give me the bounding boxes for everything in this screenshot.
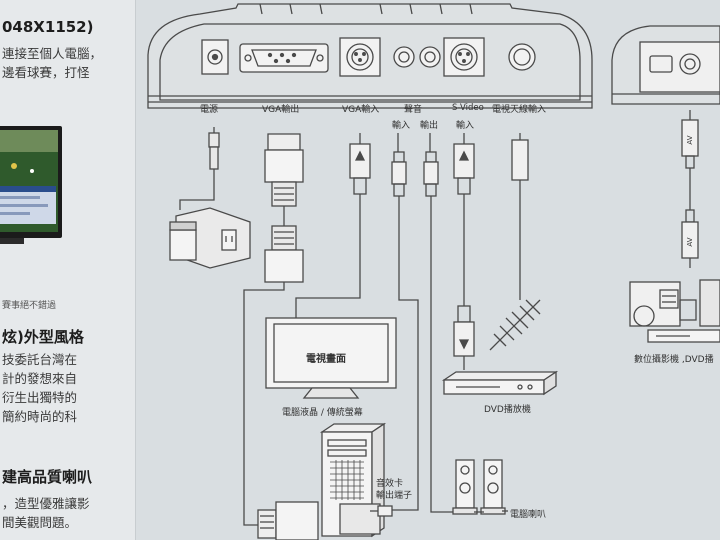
port-vga-in [339, 37, 381, 77]
monitor-photo [0, 126, 62, 244]
dvd-device-right-icon [647, 329, 720, 343]
audio-in-cable [390, 133, 419, 511]
label-svideo-in: 輸入 [456, 121, 475, 131]
monitor-caption: 電腦液晶 / 傳統螢幕 [282, 408, 363, 418]
speakers-label: 電腦喇叭 [510, 510, 547, 520]
speaker-left-icon [452, 459, 478, 515]
audio-out-cable [423, 133, 456, 513]
label-vga-in: VGA輸入 [342, 105, 380, 115]
photo-caption: 賽事絕不錯過 [2, 301, 57, 311]
vga-cable [243, 133, 304, 526]
antenna-cable [511, 133, 529, 300]
monitor-icon [265, 317, 397, 399]
power-cable [179, 127, 220, 210]
speaker-heading: 建高品質喇叭 [2, 468, 93, 486]
av-label-top: AV [686, 135, 694, 144]
port-antenna [508, 43, 536, 71]
intro-text: 連接至個人電腦， 邊看球賽，打怪 [2, 46, 103, 80]
av-cable-top [681, 110, 699, 268]
speaker-right-icon [480, 459, 506, 515]
svideo-cable [453, 133, 475, 370]
power-outlet-icon [169, 207, 251, 269]
style-text: 技委託台灣在 計的發想來自 衍生出獨特的 簡約時尚的科 [2, 352, 78, 424]
speaker-text: ，造型優雅讓影 間美觀問題。 [2, 496, 90, 530]
av-label-bottom: AV [686, 237, 694, 246]
screen-text: 電視畫面 [306, 354, 346, 365]
port-vga-out [239, 43, 329, 73]
label-antenna: 電視天線輸入 [492, 105, 547, 115]
label-audio-out: 輸出 [420, 121, 439, 131]
port-svideo [443, 37, 485, 77]
left-text-panel: 048X1152) 連接至個人電腦， 邊看球賽，打怪 賽事絕不錯過 炫)外型風格… [0, 0, 136, 540]
soundcard-label: 音效卡 輸出端子 [376, 479, 413, 501]
port-power [201, 39, 229, 75]
soundcard-plug [370, 505, 393, 517]
label-svideo: S-Video [452, 103, 484, 113]
camcorder-icon [629, 279, 720, 327]
port-audio-in [393, 46, 415, 68]
pc-tower-icon [319, 422, 387, 538]
vga-in-cable [295, 133, 371, 318]
port-audio-out [419, 46, 441, 68]
second-device-partial [611, 25, 720, 105]
vga-plug-bottom [257, 501, 319, 540]
label-audio: 聲音 [404, 105, 423, 115]
label-audio-in: 輸入 [392, 121, 411, 131]
resolution-text: 048X1152) [2, 18, 94, 36]
style-heading: 炫)外型風格 [2, 328, 84, 346]
label-vga-out: VGA輸出 [262, 105, 300, 115]
antenna-icon [489, 299, 541, 351]
dvd-label: DVD播放機 [484, 405, 531, 415]
right-device-caption: 數位攝影機 ,DVD播 [634, 355, 714, 365]
dvd-player-icon [441, 370, 559, 396]
label-power: 電源 [200, 105, 219, 115]
